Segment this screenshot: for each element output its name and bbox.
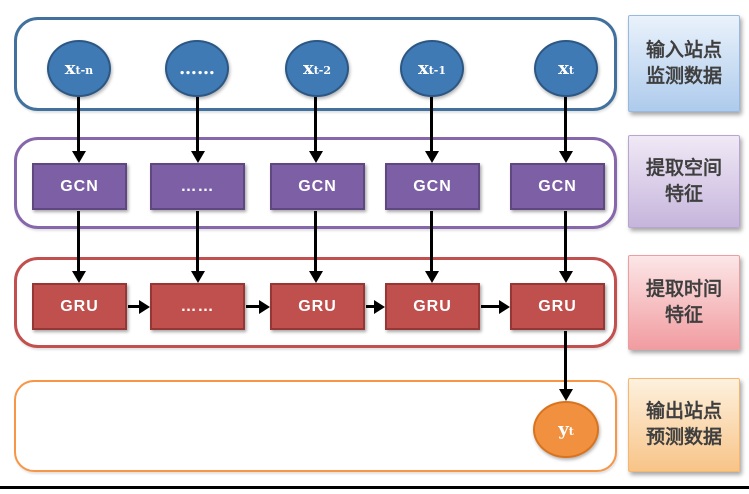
- gru-box-1: GRU: [32, 283, 127, 330]
- side-label-line: 特征: [664, 183, 703, 205]
- arrow-down-icon: [77, 97, 80, 151]
- gcn-label: GCN: [60, 177, 99, 195]
- arrow-down-icon: [196, 211, 199, 271]
- node-subscript: t: [568, 64, 574, 77]
- gru-box-5: GRU: [510, 283, 605, 330]
- output-row-container: [14, 380, 617, 472]
- node-label: x: [558, 58, 569, 79]
- arrow-right-icon: [128, 305, 139, 308]
- node-subscript: t: [568, 425, 574, 438]
- gru-label: GRU: [538, 297, 577, 315]
- arrow-down-icon: [314, 97, 317, 151]
- input-node-dots: ……: [165, 40, 229, 97]
- arrow-down-icon: [564, 211, 567, 271]
- gcn-box-5: GCN: [510, 163, 605, 210]
- side-label-line: 提取空间: [645, 157, 722, 179]
- side-label-line: 提取时间: [645, 278, 722, 300]
- gcn-box-1: GCN: [32, 163, 127, 210]
- node-subscript: t-2: [313, 64, 332, 77]
- node-label: x: [302, 58, 314, 79]
- arrow-right-icon: [481, 305, 499, 308]
- gru-label: GRU: [298, 297, 337, 315]
- gru-box-4: GRU: [385, 283, 480, 330]
- side-label-temporal-features: 提取时间 特征: [628, 255, 740, 350]
- gcn-label: GCN: [538, 177, 577, 195]
- gcn-label: GCN: [298, 177, 337, 195]
- bottom-border-line: [0, 486, 749, 489]
- gru-box-dots: ……: [150, 283, 245, 330]
- node-subscript: t-1: [428, 64, 447, 77]
- side-label-line: 输入站点: [645, 39, 722, 61]
- arrow-right-icon: [246, 305, 259, 308]
- arrow-down-icon: [564, 331, 567, 389]
- side-label-output-data: 输出站点 预测数据: [628, 378, 740, 472]
- node-label: ……: [179, 58, 215, 79]
- gcn-box-4: GCN: [385, 163, 480, 210]
- arrow-down-icon: [314, 211, 317, 271]
- side-label-line: 监测数据: [645, 65, 722, 87]
- side-label-input-data: 输入站点 监测数据: [628, 15, 740, 112]
- gru-label: GRU: [60, 297, 99, 315]
- node-label: x: [417, 58, 429, 79]
- node-label: y: [558, 419, 569, 440]
- arrow-down-icon: [430, 211, 433, 271]
- gcn-box-dots: ……: [150, 163, 245, 210]
- gcn-label: GCN: [413, 177, 452, 195]
- side-label-spatial-features: 提取空间 特征: [628, 135, 740, 228]
- gcn-box-3: GCN: [270, 163, 365, 210]
- arrow-right-icon: [366, 305, 374, 308]
- arrow-down-icon: [430, 97, 433, 151]
- arrow-down-icon: [77, 211, 80, 271]
- node-subscript: t-n: [75, 64, 94, 77]
- gcn-label: ……: [180, 177, 215, 195]
- side-label-line: 预测数据: [645, 427, 722, 448]
- arrow-down-icon: [196, 97, 199, 151]
- arrow-down-icon: [564, 97, 567, 151]
- side-label-line: 输出站点: [645, 401, 722, 422]
- side-label-line: 特征: [664, 304, 703, 326]
- gru-box-3: GRU: [270, 283, 365, 330]
- gru-label: GRU: [413, 297, 452, 315]
- gru-label: ……: [180, 297, 215, 315]
- node-label: x: [64, 58, 76, 79]
